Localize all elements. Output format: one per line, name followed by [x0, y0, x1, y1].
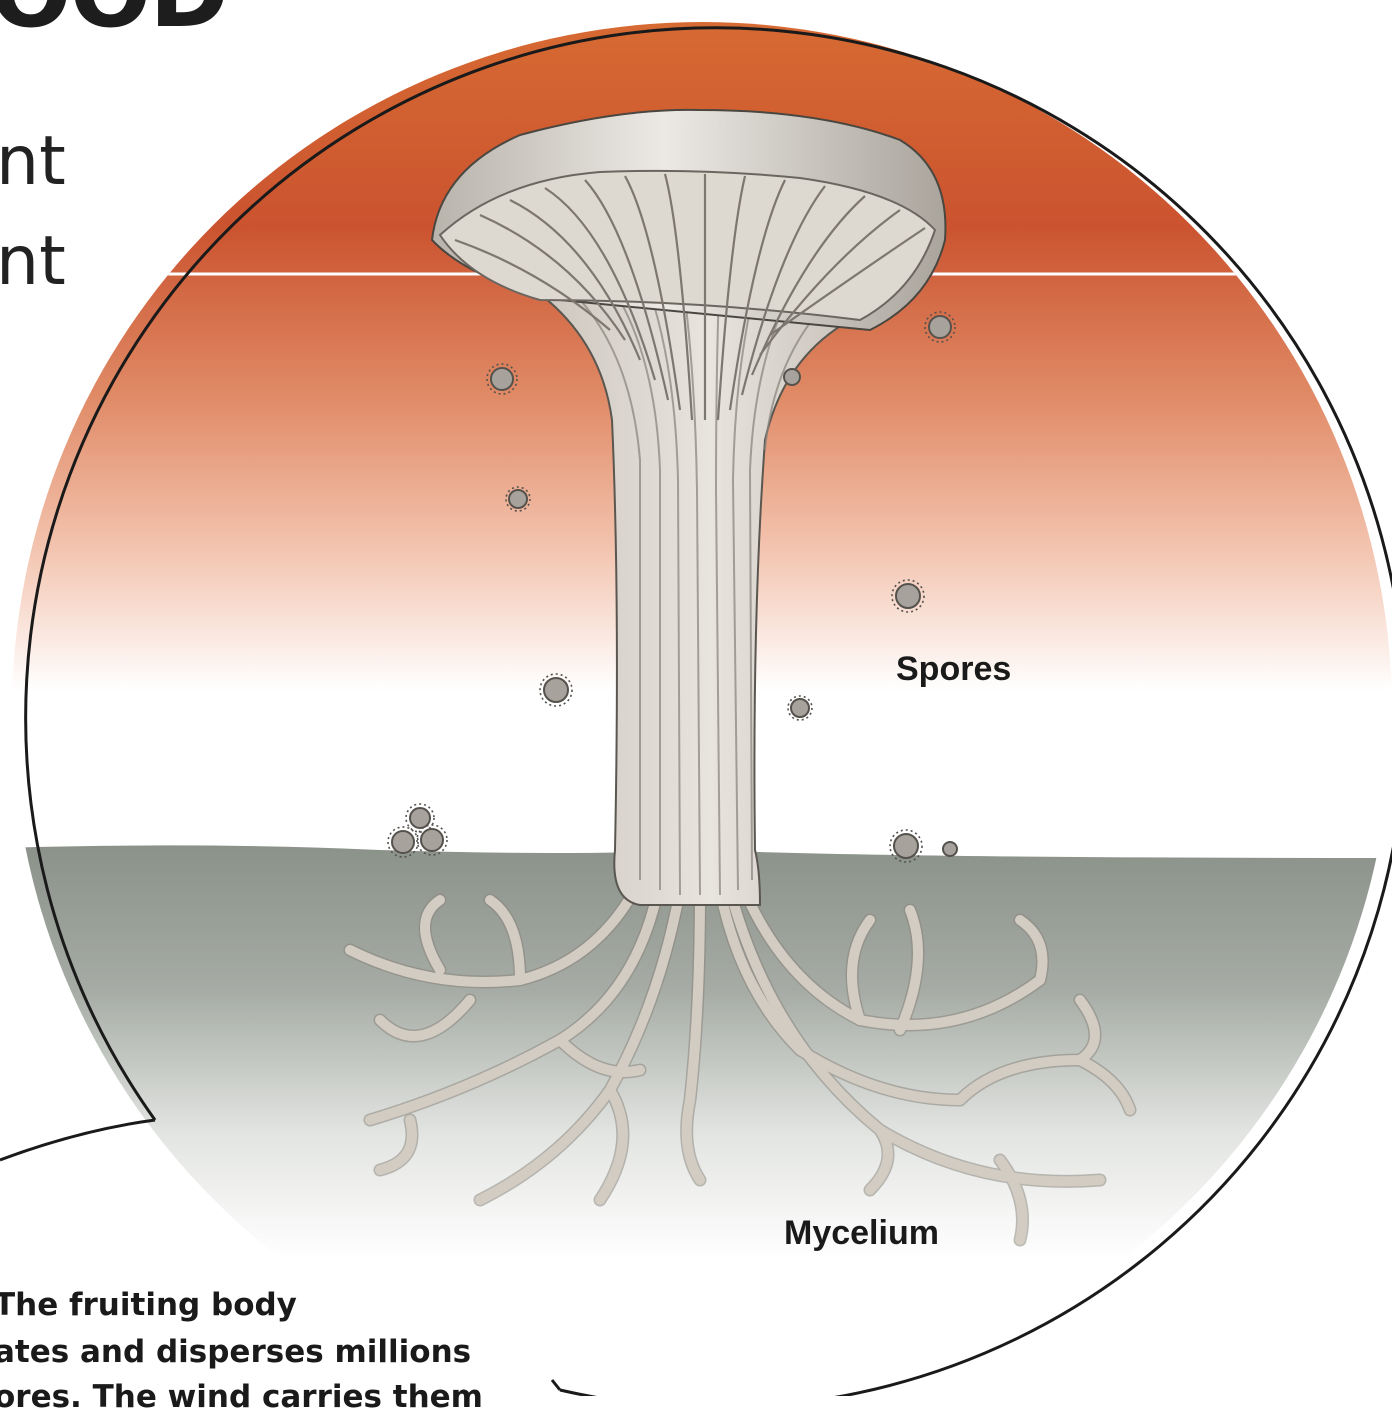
spore [929, 316, 951, 338]
intro-line: nt [0, 228, 66, 296]
caption-line: ates and disperses millions [0, 1337, 471, 1368]
spore [392, 831, 414, 853]
spore [896, 584, 920, 608]
caption-line: The fruiting body [0, 1290, 297, 1321]
spore [943, 842, 957, 856]
spores-label: Spores [896, 650, 1011, 688]
page-title: OOD [0, 0, 227, 41]
spore [410, 808, 430, 828]
caption-line: ores. The wind carries them [0, 1382, 483, 1413]
spore [784, 369, 800, 385]
spore [791, 699, 809, 717]
spore [544, 678, 568, 702]
spore [491, 368, 513, 390]
mycelium-label: Mycelium [784, 1214, 939, 1252]
spore [894, 834, 918, 858]
spore [421, 829, 443, 851]
spore [509, 490, 527, 508]
intro-line: nt [0, 128, 66, 196]
